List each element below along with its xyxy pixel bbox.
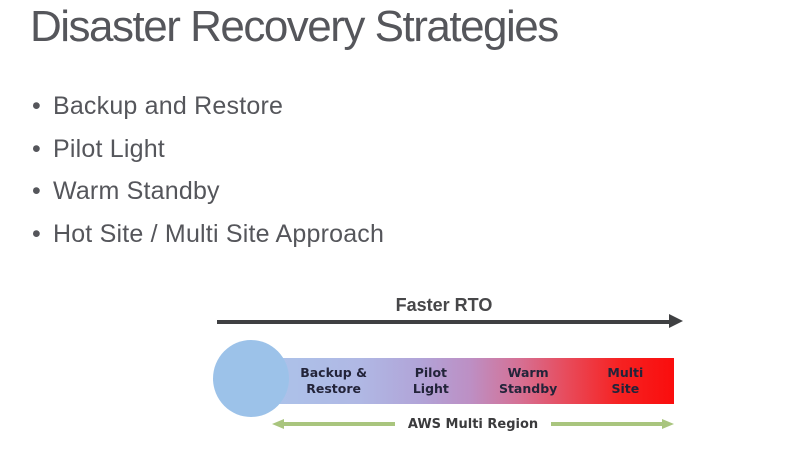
bullet-text: Backup and Restore bbox=[52, 92, 284, 120]
bullet-item-warm-standby: Warm Standby bbox=[32, 178, 384, 205]
faster-rto-label: Faster RTO bbox=[395, 295, 493, 315]
arrow-line-left bbox=[284, 422, 395, 426]
spectrum-gradient-bar bbox=[250, 358, 674, 404]
bullet-text: Warm Standby bbox=[52, 177, 220, 205]
spectrum-start-circle bbox=[213, 340, 289, 417]
arrowhead-right-icon bbox=[662, 419, 675, 429]
spectrum-label-warm-standby: Warm Standby bbox=[498, 365, 558, 396]
spectrum-label-backup-restore: Backup & Restore bbox=[300, 365, 368, 396]
bullet-item-hot-site: Hot Site / Multi Site Approach bbox=[32, 219, 385, 248]
bullet-list: Backup and Restore Pilot Light Warm Stan… bbox=[32, 93, 384, 263]
faster-rto-arrowhead-icon bbox=[669, 314, 683, 328]
spectrum-label-pilot-light: Pilot Light bbox=[412, 365, 449, 396]
faster-rto-arrow-line bbox=[217, 320, 669, 324]
slide-title: Disaster Recovery Strategies bbox=[30, 2, 559, 51]
arrow-line-right bbox=[551, 422, 663, 426]
aws-multi-region-label: AWS Multi Region bbox=[407, 416, 539, 432]
bullet-item-pilot-light: Pilot Light bbox=[32, 134, 384, 163]
arrowhead-left-icon bbox=[272, 419, 284, 429]
aws-multi-region-arrow: AWS Multi Region bbox=[272, 416, 675, 432]
bullet-item-backup-restore: Backup and Restore bbox=[32, 93, 384, 120]
spectrum-labels: Backup & Restore Pilot Light Warm Standb… bbox=[285, 358, 674, 404]
spectrum-label-multi-site: Multi Site bbox=[607, 365, 644, 396]
bullet-text: Pilot Light bbox=[52, 134, 165, 163]
bullet-text: Hot Site / Multi Site Approach bbox=[52, 219, 385, 248]
